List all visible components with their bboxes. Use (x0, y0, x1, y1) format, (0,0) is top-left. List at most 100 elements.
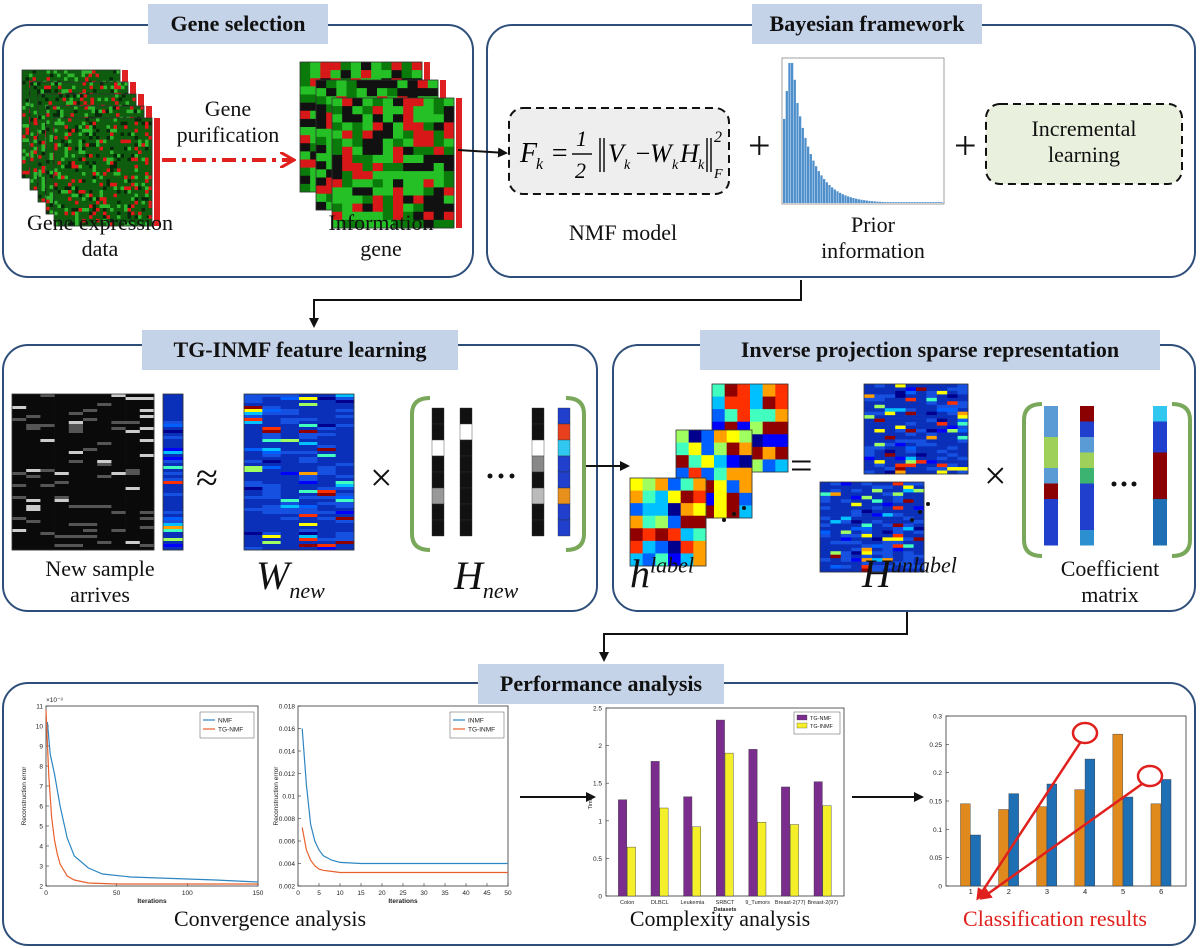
y-tick-label: 3 (39, 864, 43, 871)
information-gene-layer (331, 97, 455, 229)
w-new-base: W (256, 553, 290, 598)
category-label: 9_Tumors (745, 900, 770, 906)
category-label: SRBCT (716, 900, 735, 906)
nmf-formula-box (508, 107, 730, 195)
coef-cell (1153, 514, 1167, 530)
approx-sign: ≈ (196, 455, 218, 500)
bar (1036, 806, 1047, 887)
coef-cell (1080, 514, 1094, 530)
coef-cell (1044, 530, 1058, 546)
x-tick-label: 50 (113, 890, 121, 897)
bar (618, 799, 627, 897)
h-label-matrices (629, 383, 789, 567)
coef-cell (1153, 483, 1167, 499)
legend-swatch (796, 722, 808, 729)
h-new-cell (431, 423, 445, 441)
histogram-bar (927, 202, 930, 203)
information-gene-label: Information gene (306, 210, 456, 263)
y-tick-label: 0.15 (929, 799, 942, 806)
incremental-learning-box (985, 103, 1183, 185)
histogram-bar (892, 202, 895, 203)
y-exponent-label: ×10⁻³ (46, 697, 63, 704)
bar (960, 803, 971, 887)
prior-information-histogram (781, 57, 945, 205)
ellipsis-dot (509, 473, 515, 479)
histogram-bar (849, 197, 852, 203)
series-line (45, 709, 258, 885)
h-new-cell (459, 423, 473, 441)
h-new-left-bracket (410, 396, 431, 552)
incremental-line1: Incremental (1031, 116, 1137, 141)
bar (683, 796, 693, 897)
y-tick-label: 0.3 (933, 714, 942, 721)
y-tick-label: 0.002 (279, 884, 296, 891)
highlight-circle (1136, 764, 1164, 788)
y-tick-label: 0.1 (933, 827, 942, 834)
h-new-cell (459, 455, 473, 473)
gene-selection-banner: Gene selection (148, 4, 328, 44)
w-new-cells (243, 393, 355, 551)
classification-results-label: Classification results (963, 906, 1147, 931)
y-tick-label: 0.006 (279, 839, 296, 846)
w-new-label: Wnew (256, 552, 325, 604)
histogram-bar (804, 137, 807, 203)
y-tick-label: 0.5 (593, 856, 602, 863)
ellipsis-dot (910, 518, 914, 522)
plot-frame (945, 715, 1187, 887)
x-tick-label: 45 (483, 890, 491, 897)
histogram-bar (847, 196, 850, 203)
histogram-bar (932, 202, 935, 203)
h-new-cell (459, 471, 473, 489)
times-sign-1: × (370, 455, 393, 500)
plus-sign-1: + (748, 123, 771, 168)
coef-cell (1153, 499, 1167, 515)
nmf-formula-render: F k = 1 2 V k − W k H k 2 F (519, 126, 723, 183)
bayes-to-tginmf-connector (309, 280, 802, 328)
coef-cell (1153, 437, 1167, 453)
nmf-model-label: NMF model (568, 220, 678, 245)
histogram-bar (863, 200, 866, 203)
bar (998, 809, 1009, 887)
h-new-sub: new (482, 578, 519, 603)
gene-expression-layer (53, 117, 153, 227)
y-tick-label: 2.5 (593, 706, 602, 713)
histogram-bar (852, 198, 855, 203)
bar (659, 807, 669, 897)
ellipsis-dot (926, 502, 930, 506)
histogram-bar (839, 192, 842, 203)
coef-cell (1153, 530, 1167, 546)
x-tick-label: 0 (44, 890, 48, 897)
new-sample-line2: arrives (70, 582, 130, 608)
x-tick-label: 100 (182, 890, 193, 897)
histogram-bar (900, 202, 903, 203)
h-new-cell (531, 519, 545, 537)
histogram-bar (833, 189, 836, 203)
ellipsis-dot (732, 512, 736, 516)
category-label: Breast-2(97) (808, 900, 839, 906)
y-axis-label: Reconstruction error (21, 766, 28, 826)
new-sample-cells (11, 393, 155, 551)
histogram-bar (924, 202, 927, 203)
category-label: 3 (1045, 887, 1049, 896)
histogram-bar (876, 201, 879, 203)
histogram-bar (868, 200, 871, 203)
prior-line2: information (821, 238, 925, 264)
x-axis-label: Datasets (714, 907, 737, 913)
coefficient-line1: Coefficient (1060, 556, 1160, 581)
coefficient-line2: matrix (1081, 582, 1139, 608)
bar (748, 749, 758, 897)
coef-cell (1153, 406, 1167, 422)
equals-sign: = (790, 443, 813, 488)
histogram-bar (865, 200, 868, 203)
histogram-bar (836, 191, 839, 203)
h-unlabel-sup: unlabel (890, 552, 957, 578)
y-tick-label: 0.05 (929, 855, 942, 862)
h-new-cell (557, 487, 571, 505)
h-new-cell (531, 423, 545, 441)
h-unlabel-layer (819, 481, 925, 573)
h-label-layer (629, 477, 707, 567)
convergence-analysis-label: Convergence analysis (173, 906, 367, 931)
coef-cell (1044, 483, 1058, 499)
